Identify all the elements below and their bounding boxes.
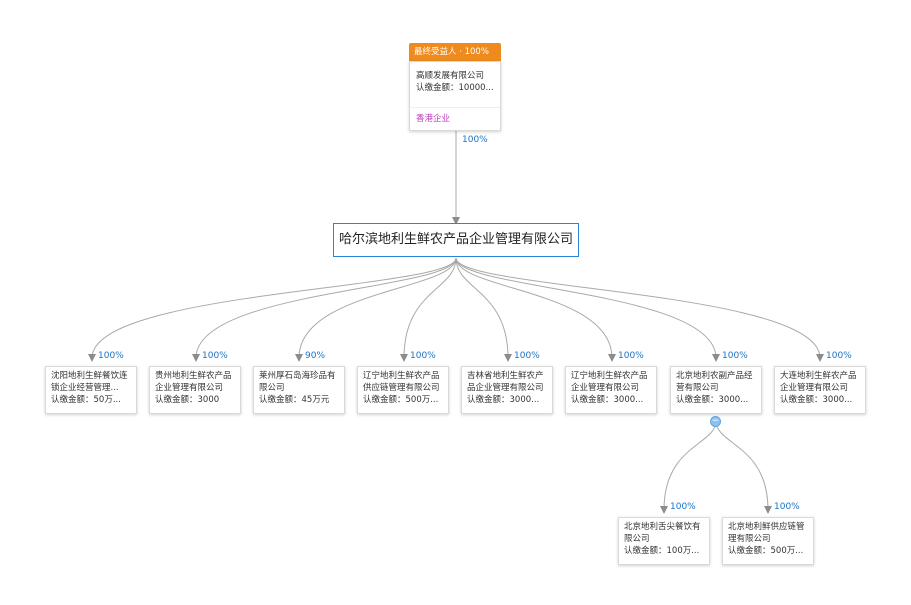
top-shareholder[interactable]: 最终受益人 · 100% 高顺发展有限公司 认缴金额：10000... 香港企业 [409, 43, 501, 131]
grand-percent-2: 100% [774, 502, 800, 512]
grand-percent-1: 100% [670, 502, 696, 512]
hk-enterprise-link[interactable]: 香港企业 [416, 114, 451, 124]
link-root-sub-2 [192, 257, 457, 362]
subsidiary-name: 贵州地利生鲜农产品企业管理有限公司 [155, 371, 232, 393]
sub-percent-4: 100% [410, 351, 436, 361]
sub-percent-1: 100% [98, 351, 124, 361]
link-root-sub-8 [455, 257, 824, 362]
subsidiary-name: 沈阳地利生鲜餐饮连锁企业经营管理... [51, 371, 128, 393]
link-root-sub-3 [295, 257, 457, 362]
divider [410, 107, 500, 108]
subsidiary-amount: 认缴金额：3000... [780, 395, 853, 405]
grandchild-amount: 认缴金额：100万... [624, 546, 700, 556]
link-root-sub-4 [400, 257, 457, 362]
subsidiary-name: 莱州厚石岛海珍品有限公司 [259, 371, 336, 393]
subsidiary-name: 大连地利生鲜农产品企业管理有限公司 [780, 371, 857, 393]
subsidiary-node-5[interactable]: 吉林省地利生鲜农产品企业管理有限公司 认缴金额：3000... [461, 366, 553, 414]
grandchild-node-2[interactable]: 北京地利鲜供应链管理有限公司 认缴金额：500万... [722, 517, 814, 565]
root-company[interactable]: 哈尔滨地利生鲜农产品企业管理有限公司 [333, 223, 579, 257]
subsidiary-name: 辽宁地利生鲜农产品供应链管理有限公司 [363, 371, 440, 393]
top-shareholder-card[interactable]: 高顺发展有限公司 认缴金额：10000... 香港企业 [409, 61, 501, 131]
grandchild-name: 北京地利鲜供应链管理有限公司 [728, 522, 805, 544]
sub-percent-3: 90% [305, 351, 326, 361]
subsidiary-amount: 认缴金额：50万... [51, 395, 121, 405]
subsidiary-node-4[interactable]: 辽宁地利生鲜农产品供应链管理有限公司 认缴金额：500万... [357, 366, 449, 414]
subsidiary-name: 北京地利农副产品经营有限公司 [676, 371, 753, 393]
link-sub7-grand-1 [660, 420, 717, 514]
subsidiary-amount: 认缴金额：45万元 [259, 395, 330, 405]
top-percent: 100% [462, 135, 488, 145]
link-sub7-grand-2 [715, 420, 772, 514]
subsidiary-node-7[interactable]: 北京地利农副产品经营有限公司 认缴金额：3000... [670, 366, 762, 414]
subsidiary-node-8[interactable]: 大连地利生鲜农产品企业管理有限公司 认缴金额：3000... [774, 366, 866, 414]
grandchild-amount: 认缴金额：500万... [728, 546, 804, 556]
beneficiary-tag: 最终受益人 · 100% [409, 43, 501, 61]
subsidiary-amount: 认缴金额：3000... [571, 395, 644, 405]
subsidiary-node-6[interactable]: 辽宁地利生鲜农产品企业管理有限公司 认缴金额：3000... [565, 366, 657, 414]
subsidiary-amount: 认缴金额：3000... [676, 395, 749, 405]
link-root-sub-1 [88, 257, 457, 362]
link-root-sub-6 [455, 257, 616, 362]
grandchild-node-1[interactable]: 北京地利舌尖餐饮有限公司 认缴金额：100万... [618, 517, 710, 565]
sub-percent-5: 100% [514, 351, 540, 361]
link-root-sub-7 [455, 257, 720, 362]
grandchild-name: 北京地利舌尖餐饮有限公司 [624, 522, 701, 544]
sub-percent-7: 100% [722, 351, 748, 361]
subsidiary-name: 辽宁地利生鲜农产品企业管理有限公司 [571, 371, 648, 393]
top-shareholder-name: 高顺发展有限公司 [416, 71, 485, 81]
subsidiary-amount: 认缴金额：500万... [363, 395, 439, 405]
sub-percent-2: 100% [202, 351, 228, 361]
collapse-toggle[interactable]: − [710, 416, 721, 427]
link-root-sub-5 [455, 257, 512, 362]
top-shareholder-amount: 认缴金额：10000... [416, 83, 494, 93]
sub-percent-8: 100% [826, 351, 852, 361]
subsidiary-node-2[interactable]: 贵州地利生鲜农产品企业管理有限公司 认缴金额：3000 [149, 366, 241, 414]
subsidiary-amount: 认缴金额：3000... [467, 395, 540, 405]
subsidiary-node-3[interactable]: 莱州厚石岛海珍品有限公司 认缴金额：45万元 [253, 366, 345, 414]
subsidiary-amount: 认缴金额：3000 [155, 395, 220, 405]
subsidiary-node-1[interactable]: 沈阳地利生鲜餐饮连锁企业经营管理... 认缴金额：50万... [45, 366, 137, 414]
sub-percent-6: 100% [618, 351, 644, 361]
subsidiary-name: 吉林省地利生鲜农产品企业管理有限公司 [467, 371, 544, 393]
